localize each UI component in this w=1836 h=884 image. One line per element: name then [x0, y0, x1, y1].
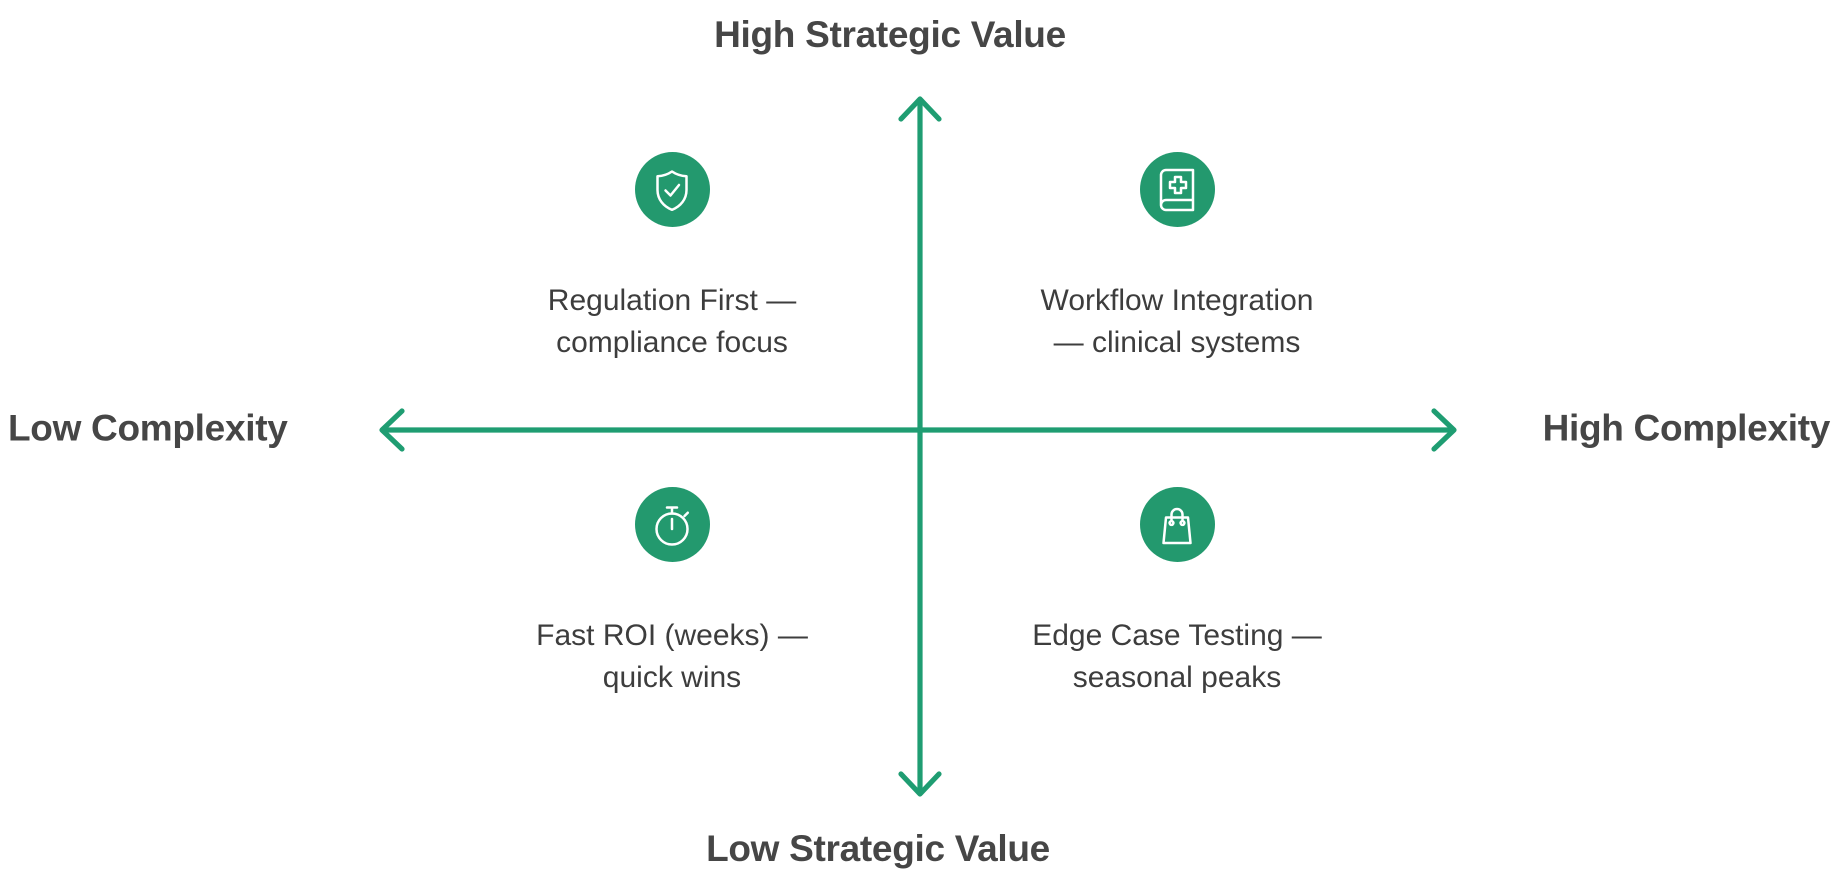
quadrant-label-line: Workflow Integration [1040, 284, 1314, 317]
arrowhead-up [898, 96, 942, 122]
quadrant-bottom-right: Edge Case Testing — seasonal peaks [957, 487, 1397, 699]
quadrant-label: Regulation First — compliance focus [548, 280, 796, 364]
axis-label-high-strategic-value: High Strategic Value [714, 14, 1066, 55]
arrowhead-down [898, 771, 942, 797]
arrowhead-right [1431, 408, 1457, 452]
quadrant-bottom-left: Fast ROI (weeks) — quick wins [452, 487, 892, 699]
axis-label-high-complexity: High Complexity [1542, 407, 1831, 449]
quadrant-label-line: Edge Case Testing — [1032, 619, 1322, 652]
quadrant-top-right: Workflow Integration — clinical systems [957, 152, 1397, 364]
shopping-bag-icon [1139, 487, 1215, 562]
axis-label-low-strategic-value: Low Strategic Value [706, 828, 1050, 869]
shield-check-icon [634, 152, 710, 227]
quadrant-label: Edge Case Testing — seasonal peaks [1032, 615, 1322, 699]
stopwatch-icon [634, 487, 710, 562]
quadrant-label-line: seasonal peaks [1072, 661, 1282, 694]
quadrant-label-line: — clinical systems [1053, 326, 1301, 359]
quadrant-label-line: compliance focus [556, 326, 788, 359]
quadrant-label: Workflow Integration — clinical systems [1041, 280, 1314, 364]
quadrant-top-left: Regulation First — compliance focus [452, 152, 892, 364]
quadrant-label-line: Regulation First — [547, 284, 797, 317]
axis-label-low-complexity: Low Complexity [8, 407, 288, 449]
quadrant-label-line: Fast ROI (weeks) — [536, 619, 808, 652]
arrowhead-left [379, 408, 405, 452]
medical-book-icon [1139, 152, 1215, 227]
quadrant-label: Fast ROI (weeks) — quick wins [536, 615, 808, 699]
quadrant-label-line: quick wins [602, 661, 742, 694]
